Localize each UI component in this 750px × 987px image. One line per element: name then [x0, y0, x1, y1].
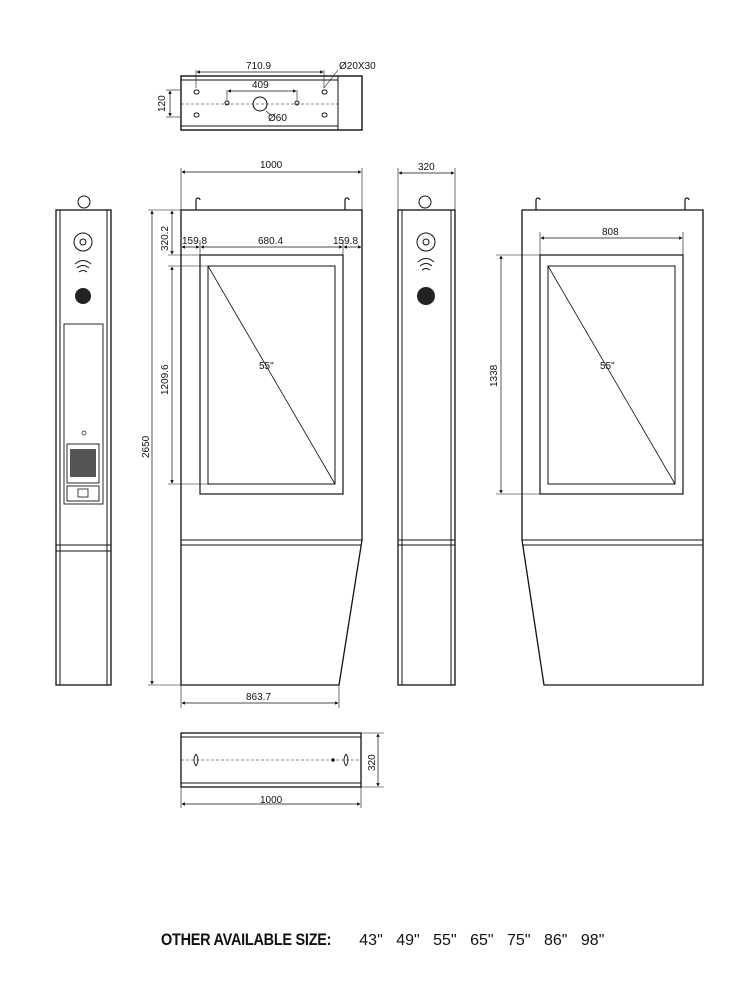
top-slot-label: Ø20X30 [339, 61, 376, 72]
top-width-label: 710.9 [246, 61, 271, 72]
speaker-icon [417, 287, 435, 305]
base-width-label: 863.7 [246, 692, 271, 703]
size-option: 55" [433, 932, 457, 949]
front-view [148, 168, 363, 708]
wifi-icon [74, 260, 92, 273]
total-height-label: 2650 [141, 435, 152, 458]
available-sizes-title: OTHER AVAILABLE SIZE: [160, 930, 331, 949]
left-margin-label: 159.8 [182, 236, 207, 247]
bottom-width-label: 1000 [260, 795, 283, 806]
size-option: 49" [396, 932, 420, 949]
size-option: 75" [507, 932, 531, 949]
front-screen-size-label: 55" [259, 361, 274, 372]
side-depth-label: 320 [418, 162, 435, 173]
wifi-icon [417, 258, 435, 271]
back-view [496, 197, 704, 686]
top-depth-label: 120 [157, 95, 168, 112]
screen-width-label: 680.4 [258, 236, 283, 247]
size-option: 86" [543, 932, 568, 949]
size-option: 65" [470, 932, 494, 949]
top-spacing-label: 409 [252, 80, 269, 91]
top-offset-label: 320.2 [160, 226, 171, 251]
back-screen-width-label: 808 [602, 227, 619, 238]
left-side-view [55, 195, 112, 686]
back-screen-height-label: 1338 [489, 364, 500, 387]
right-side-view [397, 168, 456, 686]
available-sizes: OTHER AVAILABLE SIZE: 43" 49" 55" 65" 75… [0, 930, 750, 950]
center-hole-icon [252, 96, 268, 112]
speaker-icon [75, 288, 91, 304]
dimension-labels: 710.9 Ø20X30 409 120 Ø60 1000 320.2 159.… [141, 61, 619, 806]
screen-height-label: 1209.6 [160, 364, 171, 395]
right-margin-label: 159.8 [333, 236, 358, 247]
size-option: 43" [359, 932, 383, 949]
top-view [166, 69, 363, 131]
front-width-label: 1000 [260, 160, 283, 171]
size-option: 98" [580, 932, 605, 949]
bottom-depth-label: 320 [367, 754, 378, 771]
bottom-view [180, 732, 384, 808]
center-hole-label: Ø60 [268, 113, 287, 124]
back-screen-size-label: 55" [600, 361, 615, 372]
